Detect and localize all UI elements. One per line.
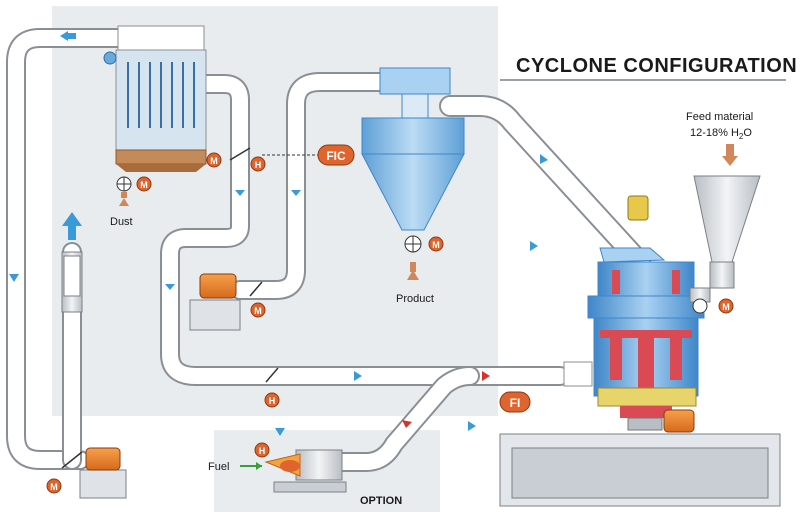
exhaust-arrow	[62, 212, 82, 240]
main-fan	[189, 273, 241, 331]
baghouse-filter	[103, 25, 207, 192]
heater-tag-return: H	[269, 396, 276, 406]
feed-hopper	[689, 175, 761, 314]
feed-moisture-label: 12-18% H2O	[690, 127, 752, 141]
product-label: Product	[396, 293, 434, 305]
cyclone	[361, 67, 465, 253]
heater-tag-burner: H	[259, 446, 266, 456]
motor-tag-product: M	[432, 240, 440, 250]
option-label: OPTION	[360, 495, 402, 507]
air-flow-arrows	[9, 31, 548, 436]
mill-drive-motor	[663, 409, 695, 433]
motor-tags: M M M M M M	[46, 152, 734, 494]
mill	[563, 247, 705, 431]
fi-label: FI	[510, 396, 521, 410]
motor-tag-baghouse: M	[210, 156, 218, 166]
ducting	[6, 28, 651, 472]
dust-label: Dust	[110, 216, 133, 228]
motor-tag-feeder: M	[722, 302, 730, 312]
fic-label: FIC	[326, 149, 346, 163]
feed-material-label: Feed material	[686, 111, 753, 123]
recirculation-fan	[79, 447, 127, 499]
motor-tag-dust: M	[140, 180, 148, 190]
fic-controller: FIC	[262, 144, 355, 166]
hot-gas-arrows	[402, 371, 490, 428]
heater-tags: H H H	[250, 156, 280, 458]
material-arrows	[119, 144, 738, 280]
classifier-motor	[627, 195, 649, 221]
foundation-trough	[499, 433, 781, 507]
burner	[264, 449, 347, 493]
air-inlet-stack	[61, 251, 83, 313]
fuel-label: Fuel	[208, 461, 229, 473]
fi-indicator: FI	[499, 391, 531, 413]
dampers	[61, 147, 279, 469]
motor-tag-recirc: M	[50, 482, 58, 492]
heater-tag-outlet: H	[255, 160, 262, 170]
diagram-title: CYCLONE CONFIGURATION	[516, 55, 797, 77]
motor-tag-fan: M	[254, 306, 262, 316]
